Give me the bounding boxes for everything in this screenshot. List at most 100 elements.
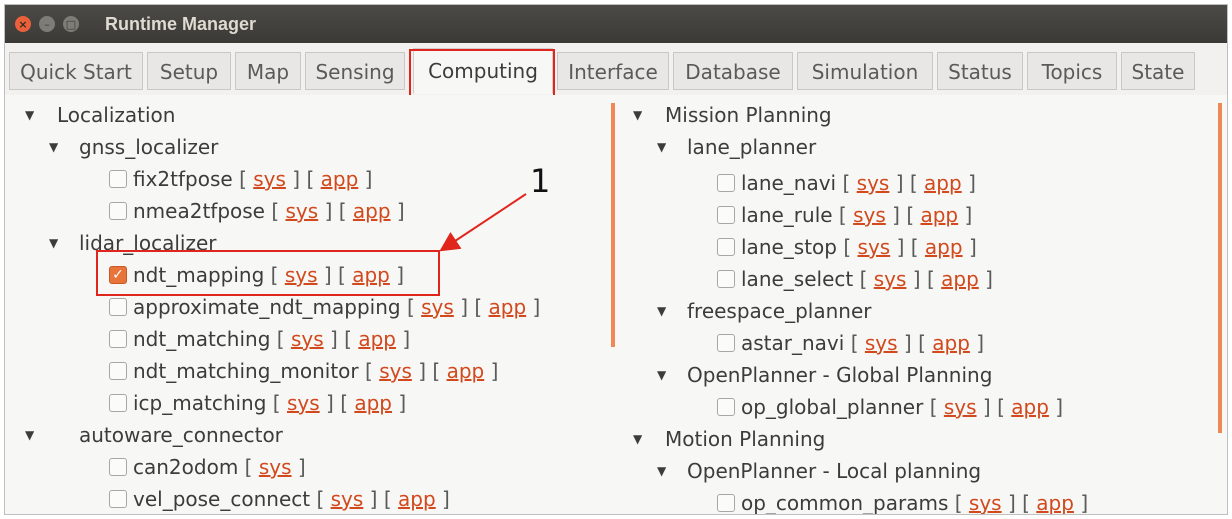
sys-link[interactable]: sys (873, 267, 907, 291)
app-link[interactable]: app (924, 235, 963, 259)
lane-rule-checkbox[interactable] (717, 206, 735, 224)
tab-interface[interactable]: Interface (557, 52, 669, 90)
expand-arrow-icon[interactable]: ▼ (657, 464, 667, 478)
list-item: ndt_mapping [ sys ] [ app ] (133, 263, 405, 287)
sys-link[interactable]: sys (421, 295, 454, 319)
sys-link[interactable]: sys (379, 359, 412, 383)
list-item: ndt_matching_monitor [ sys ] [ app ] (133, 359, 499, 383)
op-common-params-checkbox[interactable] (717, 494, 735, 512)
sys-link[interactable]: sys (857, 235, 891, 259)
nmea2tfpose-checkbox[interactable] (109, 202, 127, 220)
tab-sensing[interactable]: Sensing (305, 52, 405, 90)
sys-link[interactable]: sys (330, 487, 364, 511)
op-global-planner-checkbox[interactable] (717, 398, 735, 416)
list-item: op_global_planner [ sys ] [ app ] (741, 395, 1064, 419)
app-link[interactable]: app (354, 391, 393, 415)
expand-arrow-icon[interactable]: ▼ (657, 304, 667, 318)
expand-arrow-icon[interactable]: ▼ (49, 140, 59, 154)
expand-arrow-icon[interactable]: ▼ (49, 236, 59, 250)
ndt-mapping-highlight (96, 250, 440, 296)
tree-node-localization: Localization (57, 103, 176, 127)
sys-link[interactable]: sys (284, 263, 318, 287)
app-link[interactable]: app (352, 199, 391, 223)
tab-map[interactable]: Map (235, 52, 301, 90)
can2odom-checkbox[interactable] (109, 458, 127, 476)
panel-splitter[interactable] (611, 103, 615, 347)
list-item: can2odom [ sys ] (133, 455, 306, 479)
app-link[interactable]: app (352, 263, 390, 287)
expand-arrow-icon[interactable]: ▼ (633, 108, 643, 122)
app-link[interactable]: app (358, 327, 396, 351)
tree-node-autoware-connector: autoware_connector (79, 423, 283, 447)
list-item: icp_matching [ sys ] [ app ] (133, 391, 407, 415)
app-link[interactable]: app (320, 167, 359, 191)
minimize-icon[interactable]: – (39, 16, 55, 32)
annotation-number: 1 (530, 162, 551, 200)
tab-quick-start[interactable]: Quick Start (9, 52, 143, 90)
app-link[interactable]: app (924, 171, 962, 195)
tree-node-gnss-localizer: gnss_localizer (79, 135, 219, 159)
app-link[interactable]: app (1011, 395, 1049, 419)
sys-link[interactable]: sys (853, 203, 886, 227)
sys-link[interactable]: sys (258, 455, 292, 479)
tab-setup[interactable]: Setup (147, 52, 231, 90)
expand-arrow-icon[interactable]: ▼ (657, 368, 667, 382)
app-link[interactable]: app (932, 331, 970, 355)
list-item: astar_navi [ sys ] [ app ] (741, 331, 985, 355)
app-link[interactable]: app (398, 487, 436, 511)
list-item: op_common_params [ sys ] [ app ] (741, 491, 1089, 515)
list-item: lane_navi [ sys ] [ app ] (741, 171, 976, 195)
sys-link[interactable]: sys (286, 391, 320, 415)
tab-status[interactable]: Status (937, 52, 1023, 90)
expand-arrow-icon[interactable]: ▼ (25, 428, 35, 442)
ndt-matching-monitor-checkbox[interactable] (109, 362, 127, 380)
list-item: lane_stop [ sys ] [ app ] (741, 235, 977, 259)
astar-navi-checkbox[interactable] (717, 334, 735, 352)
sys-link[interactable]: sys (856, 171, 890, 195)
expand-arrow-icon[interactable]: ▼ (657, 140, 667, 154)
list-item: approximate_ndt_mapping [ sys ] [ app ] (133, 295, 541, 319)
app-link[interactable]: app (941, 267, 979, 291)
runtime-manager-window: × – □ Runtime Manager Quick Start Setup … (4, 4, 1228, 515)
list-item: fix2tfpose [ sys ] [ app ] (133, 167, 373, 191)
lane-select-checkbox[interactable] (717, 270, 735, 288)
tab-computing[interactable]: Computing (413, 48, 553, 94)
sys-link[interactable]: sys (253, 167, 286, 191)
title-bar: × – □ Runtime Manager (5, 5, 1227, 43)
lane-navi-checkbox[interactable] (717, 174, 735, 192)
tree-node-motion-planning: Motion Planning (665, 427, 826, 451)
vel-pose-connect-checkbox[interactable] (109, 490, 127, 508)
sys-link[interactable]: sys (943, 395, 977, 419)
tab-state[interactable]: State (1121, 52, 1195, 90)
tree-node-openplanner-local: OpenPlanner - Local planning (687, 459, 982, 483)
tab-simulation[interactable]: Simulation (797, 52, 933, 90)
app-link[interactable]: app (920, 203, 959, 227)
approximate-ndt-mapping-checkbox[interactable] (109, 298, 127, 316)
tree-node-lane-planner: lane_planner (687, 135, 817, 159)
tab-topics[interactable]: Topics (1027, 52, 1117, 90)
maximize-icon[interactable]: □ (63, 16, 79, 32)
tab-database[interactable]: Database (673, 52, 793, 90)
app-link[interactable]: app (488, 295, 527, 319)
sys-link[interactable]: sys (968, 491, 1002, 515)
list-item: lane_select [ sys ] [ app ] (741, 267, 993, 291)
tab-bar: Quick Start Setup Map Sensing Computing … (5, 43, 1227, 99)
tree-node-openplanner-global: OpenPlanner - Global Planning (687, 363, 993, 387)
tree-node-mission-planning: Mission Planning (665, 103, 832, 127)
sys-link[interactable]: sys (864, 331, 898, 355)
app-link[interactable]: app (1036, 491, 1074, 515)
icp-matching-checkbox[interactable] (109, 394, 127, 412)
fix2tfpose-checkbox[interactable] (109, 170, 127, 188)
expand-arrow-icon[interactable]: ▼ (633, 432, 643, 446)
sys-link[interactable]: sys (290, 327, 324, 351)
close-icon[interactable]: × (15, 16, 31, 32)
app-link[interactable]: app (446, 359, 485, 383)
expand-arrow-icon[interactable]: ▼ (25, 108, 35, 122)
sys-link[interactable]: sys (285, 199, 319, 223)
list-item: lane_rule [ sys ] [ app ] (741, 203, 973, 227)
ndt-matching-checkbox[interactable] (109, 330, 127, 348)
scrollbar[interactable] (1218, 103, 1222, 433)
ndt-mapping-checkbox[interactable]: ✓ (109, 266, 127, 284)
lane-stop-checkbox[interactable] (717, 238, 735, 256)
